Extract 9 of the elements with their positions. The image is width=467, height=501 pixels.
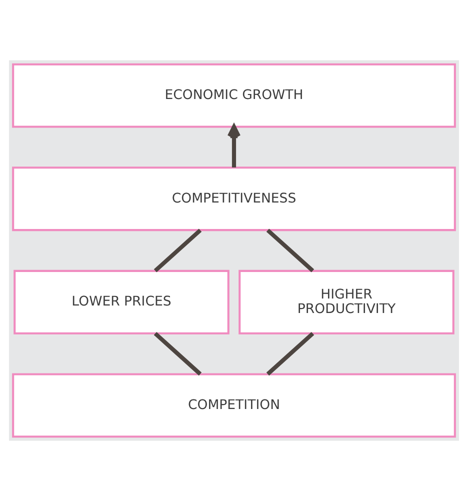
node-box: COMPETITIVENESS <box>12 166 456 232</box>
connector <box>266 228 314 272</box>
node-box: LOWER PRICES <box>13 270 229 334</box>
connector <box>153 228 202 272</box>
node-box: ECONOMIC GROWTH <box>12 63 456 128</box>
connector <box>266 332 314 376</box>
node-box: HIGHER PRODUCTIVITY <box>238 270 454 334</box>
connector <box>153 332 202 376</box>
node-box: COMPETITION <box>12 373 456 438</box>
